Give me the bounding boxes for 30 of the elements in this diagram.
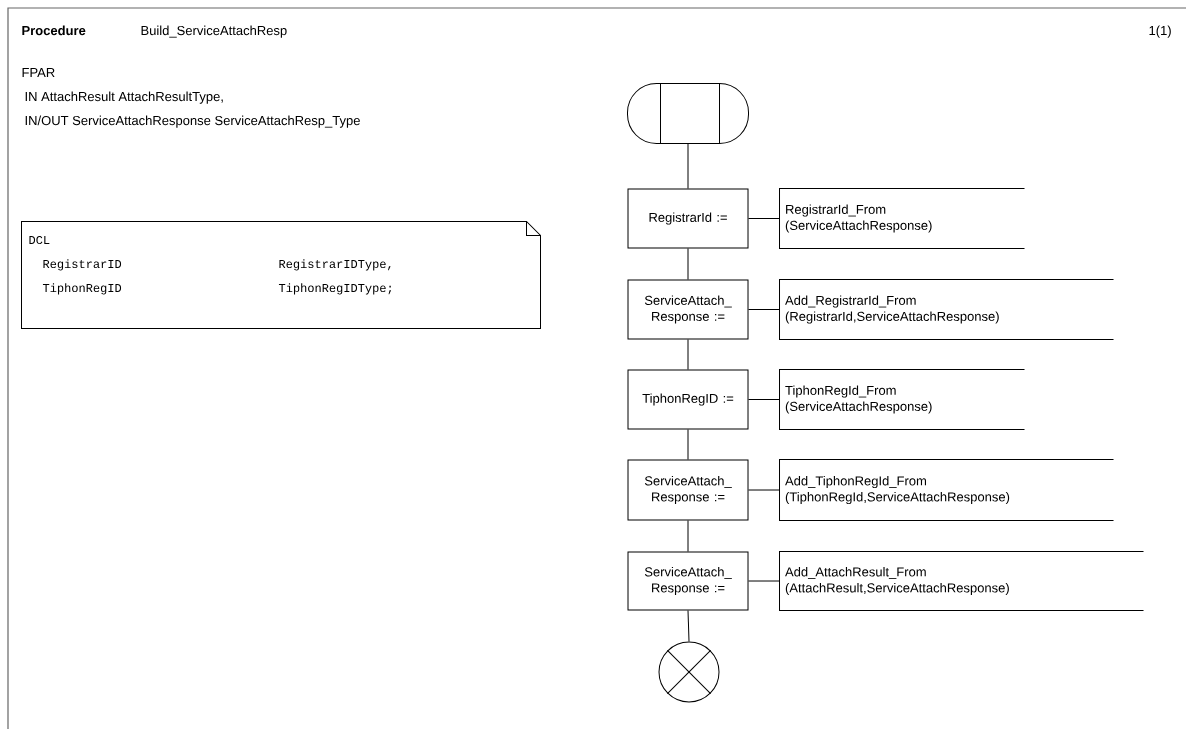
comment-line (748, 580, 780, 582)
return-symbol (658, 641, 720, 703)
flow-line (687, 143, 689, 189)
comment-bracket: Add_RegistrarId_From (RegistrarId,ServiceAttachResponse) (779, 279, 1114, 340)
parameter-text: IN/OUT ServiceAttachResponse ServiceAttachResp_Type (25, 115, 360, 128)
flow-line (687, 610, 690, 642)
task-box: TiphonRegID := (627, 369, 749, 430)
comment-bracket: TiphonRegId_From (ServiceAttachResponse) (779, 369, 1025, 430)
comment-line (748, 399, 780, 400)
flow-line (687, 339, 689, 370)
task-box: ServiceAttach_ Response := (627, 279, 749, 340)
comment-bracket: Add_TiphonRegId_From (TiphonRegId,ServiceAttachResponse) (779, 459, 1114, 521)
task-box: RegistrarId := (627, 188, 749, 249)
heading-text: Build_ServiceAttachResp (141, 25, 287, 38)
comment-line (748, 309, 780, 310)
parameter-text: FPAR (22, 68, 55, 77)
parameter-text: IN AttachResult AttachResultType, (25, 91, 223, 104)
flow-line (687, 429, 689, 460)
flow-line (687, 520, 689, 552)
comment-bracket: RegistrarId_From (ServiceAttachResponse) (779, 188, 1025, 249)
comment-line (748, 218, 780, 219)
comment-bracket: Add_AttachResult_From (AttachResult,ServiceAttachResponse) (779, 551, 1144, 611)
heading-text: Procedure (22, 25, 86, 36)
page-number: 1(1) (1149, 25, 1171, 38)
task-box: ServiceAttach_ Response := (627, 459, 749, 521)
flow-line (687, 248, 689, 280)
comment-line (748, 489, 780, 491)
task-box: ServiceAttach_ Response := (627, 551, 749, 611)
procedure-start-symbol (627, 83, 749, 144)
declaration-note: DCL RegistrarID RegistrarIDType, TiphonRegID TiphonRegIDType; (21, 221, 541, 329)
